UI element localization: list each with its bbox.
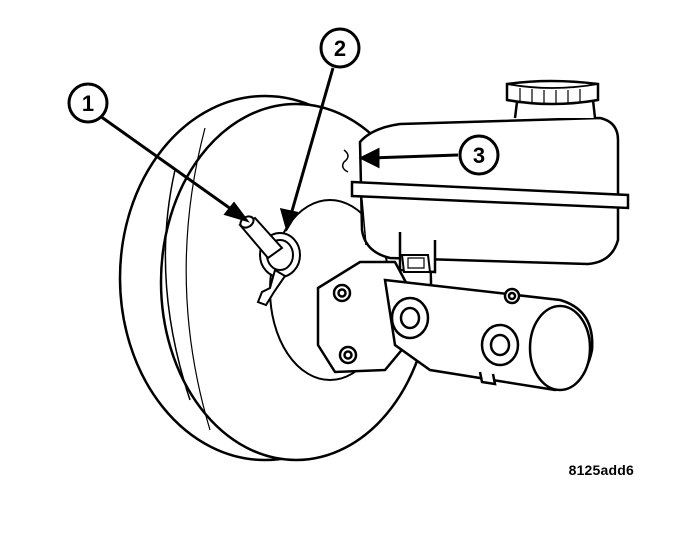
- callout-2-label: 2: [334, 36, 346, 61]
- fluid-reservoir: [341, 79, 630, 274]
- callout-3-label: 3: [473, 143, 485, 168]
- vacuum-sensor: [238, 215, 301, 307]
- callout-1-label: 1: [82, 91, 94, 116]
- callout-2: 2: [319, 27, 361, 69]
- figure-reference-code: 8125add6: [568, 462, 634, 478]
- master-cylinder: [316, 260, 594, 392]
- leader-arrows: [99, 67, 459, 232]
- callout-1: 1: [67, 82, 109, 124]
- callout-3: 3: [458, 134, 500, 176]
